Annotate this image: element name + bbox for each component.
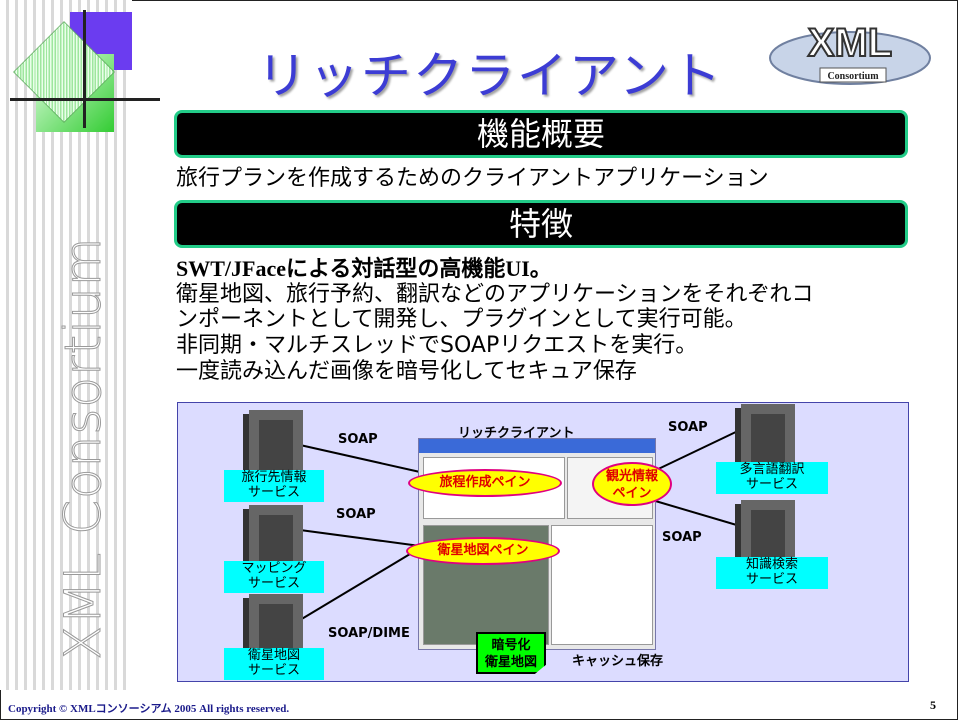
- service-box-travel: 旅行先情報 サービス: [224, 470, 324, 502]
- xml-consortium-logo: XML Consortium: [769, 20, 931, 85]
- cache-note-card: 暗号化 衛星地図: [476, 632, 546, 674]
- pill-tour-pane: 観光情報 ペイン: [592, 462, 672, 506]
- protocol-label: SOAP: [336, 507, 376, 522]
- service-label: サービス: [247, 485, 300, 500]
- protocol-label: SOAP: [668, 420, 708, 435]
- cache-note-line: 衛星地図: [484, 655, 537, 670]
- overview-text: 旅行プランを作成するためのクライアントアプリケーション: [176, 166, 769, 191]
- feature-line-3: ンポーネントとして開発し、プラグインとして実行可能。: [176, 307, 747, 332]
- pill-label: 観光情報: [605, 469, 658, 484]
- service-label: サービス: [745, 477, 798, 492]
- slide-title: リッチクライアント: [257, 47, 723, 105]
- pill-label: ペイン: [612, 486, 652, 501]
- crosshair-horizontal-line: [10, 98, 160, 101]
- protocol-label: SOAP: [662, 530, 702, 545]
- protocol-label: SOAP/DIME: [328, 626, 410, 641]
- service-label: サービス: [247, 663, 300, 678]
- logo-subtext: Consortium: [827, 71, 879, 82]
- section-heading-features: 特徴: [174, 200, 908, 248]
- service-label: サービス: [247, 576, 300, 591]
- service-box-satellite: 衛星地図 サービス: [224, 648, 324, 680]
- service-box-mapping: マッピング サービス: [224, 561, 324, 593]
- protocol-label: SOAP: [338, 432, 378, 447]
- service-label: 知識検索: [745, 557, 798, 572]
- cache-save-label: キャッシュ保存: [572, 654, 664, 669]
- rich-client-label: リッチクライアント: [458, 426, 575, 441]
- service-label: 衛星地図: [247, 648, 300, 663]
- page-number: 5: [930, 698, 936, 712]
- result-list-pane: [551, 525, 653, 645]
- section-heading-overview: 機能概要: [174, 110, 908, 158]
- service-label: 旅行先情報: [241, 470, 307, 485]
- feature-line-2: 衛星地図、旅行予約、翻訳などのアプリケーションをそれぞれコ: [176, 282, 814, 307]
- feature-line-4: 非同期・マルチスレッドでSOAPリクエストを実行。: [176, 333, 698, 358]
- crosshair-vertical-line: [83, 10, 86, 128]
- service-label: 多言語翻訳: [739, 462, 805, 477]
- pill-plan-pane: 旅程作成ペイン: [408, 469, 562, 497]
- footer-copyright: Copyright © XMLコンソーシアム 2005 All rights r…: [8, 703, 290, 715]
- cache-note-line: 暗号化: [491, 638, 531, 653]
- service-label: マッピング: [241, 561, 307, 576]
- service-label: サービス: [745, 572, 798, 587]
- service-box-knowledge: 知識検索 サービス: [716, 557, 828, 589]
- logo-text: XML: [808, 21, 892, 65]
- feature-line-1: SWT/JFaceによる対話型の高機能UI。: [176, 256, 552, 281]
- window-titlebar: [419, 439, 655, 453]
- feature-line-5: 一度読み込んだ画像を暗号化してセキュア保存: [176, 359, 637, 384]
- service-box-translation: 多言語翻訳 サービス: [716, 462, 828, 494]
- pill-map-pane: 衛星地図ペイン: [406, 537, 560, 565]
